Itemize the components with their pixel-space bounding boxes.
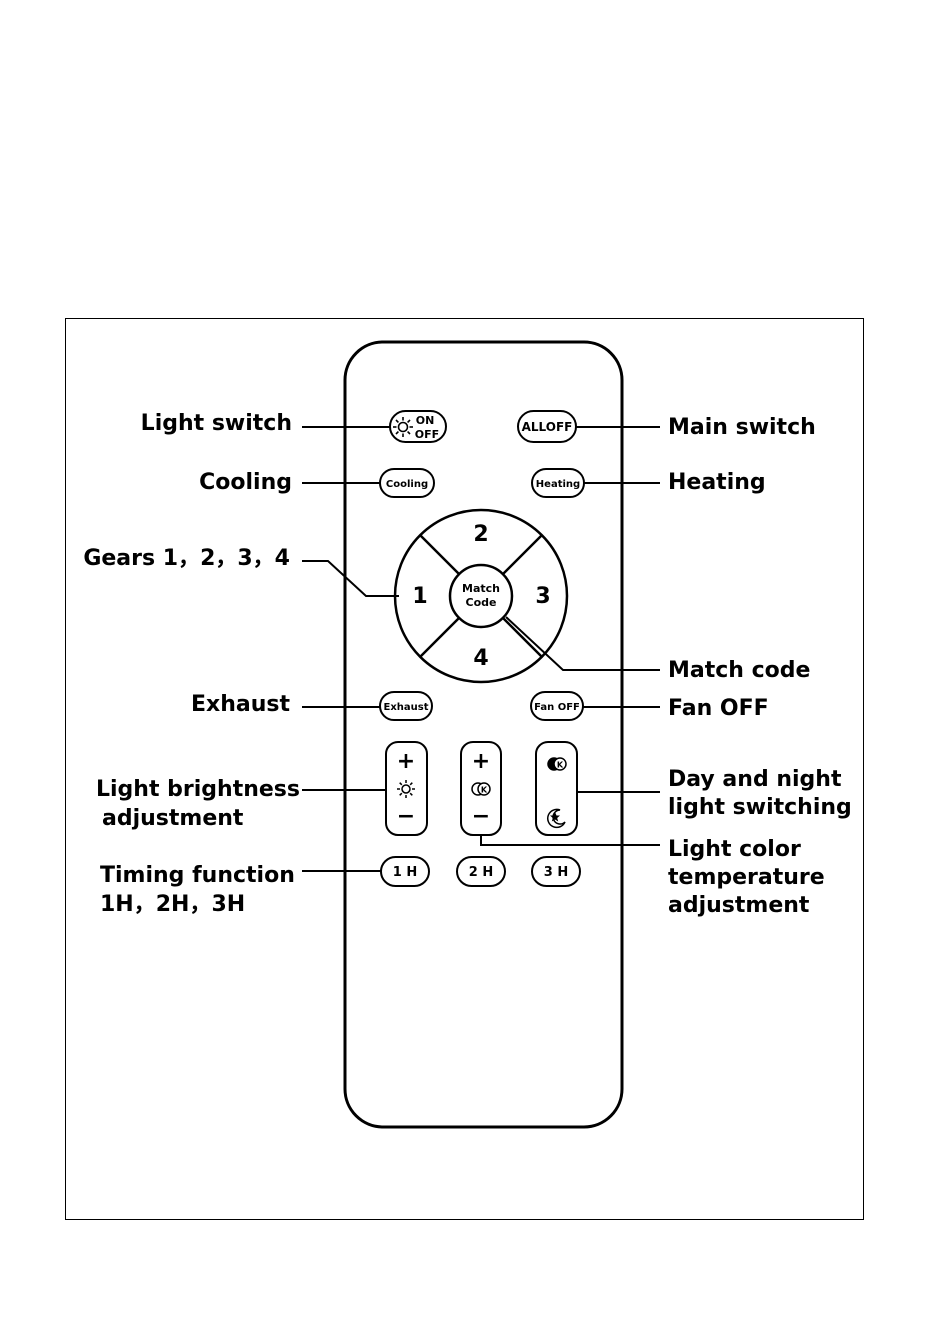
color-temperature-icon: K: [548, 758, 566, 770]
remote-body: [345, 342, 622, 1127]
label-color-temp-line1: Light color: [668, 837, 801, 862]
label-timing-line2: 1H，2H，3H: [100, 892, 245, 917]
cooling-button-text: Cooling: [386, 479, 428, 490]
match-code-button[interactable]: Match Code: [462, 582, 500, 609]
color-temperature-rocker[interactable]: + K −: [461, 742, 501, 835]
label-exhaust: Exhaust: [191, 692, 290, 717]
day-night-rocker[interactable]: K: [536, 742, 577, 835]
timer-1h-button[interactable]: 1 H: [381, 857, 429, 886]
gear-3-button[interactable]: 3: [535, 584, 550, 609]
label-color-temp-line2: temperature: [668, 865, 825, 890]
label-main-switch: Main switch: [668, 415, 816, 440]
cooling-button[interactable]: Cooling: [380, 469, 434, 497]
label-color-temp-line3: adjustment: [668, 893, 810, 918]
on-text: ON: [416, 414, 435, 427]
timer-2h-text: 2 H: [469, 865, 493, 880]
brightness-minus: −: [397, 804, 415, 829]
light-switch-button[interactable]: ON OFF: [390, 411, 446, 442]
heating-button[interactable]: Heating: [532, 469, 584, 497]
code-text: Code: [466, 596, 497, 609]
fan-off-button-text: Fan OFF: [534, 702, 580, 713]
exhaust-button[interactable]: Exhaust: [380, 692, 432, 720]
label-fan-off: Fan OFF: [668, 696, 769, 721]
gear-2-button[interactable]: 2: [473, 522, 488, 547]
label-cooling: Cooling: [199, 470, 292, 495]
label-light-brightness-line2: adjustment: [102, 806, 244, 831]
match-text: Match: [462, 582, 500, 595]
gear-1-button[interactable]: 1: [412, 584, 427, 609]
brightness-rocker[interactable]: + −: [386, 742, 427, 835]
timer-2h-button[interactable]: 2 H: [457, 857, 505, 886]
timer-1h-text: 1 H: [393, 865, 417, 880]
fan-off-button[interactable]: Fan OFF: [531, 692, 583, 720]
label-gears: Gears 1，2，3，4: [83, 546, 290, 571]
label-day-night-line1: Day and night: [668, 767, 842, 792]
label-light-brightness-line1: Light brightness: [96, 777, 300, 802]
gear-4-button[interactable]: 4: [473, 646, 488, 671]
exhaust-button-text: Exhaust: [384, 702, 429, 713]
label-heating: Heating: [668, 470, 766, 495]
label-timing-line1: Timing function: [100, 863, 295, 888]
label-day-night-line2: light switching: [668, 795, 852, 820]
brightness-plus: +: [397, 749, 415, 774]
timer-3h-button[interactable]: 3 H: [532, 857, 580, 886]
label-match-code: Match code: [668, 658, 810, 683]
heating-button-text: Heating: [536, 479, 580, 490]
color-temp-minus: −: [472, 804, 490, 829]
timer-3h-text: 3 H: [544, 865, 568, 880]
label-light-switch: Light switch: [141, 411, 292, 436]
svg-text:K: K: [557, 761, 564, 770]
off-text: OFF: [415, 428, 439, 441]
all-off-text: ALLOFF: [522, 420, 573, 434]
color-temp-plus: +: [472, 749, 490, 774]
all-off-button[interactable]: ALLOFF: [518, 411, 576, 442]
svg-text:K: K: [481, 786, 488, 795]
